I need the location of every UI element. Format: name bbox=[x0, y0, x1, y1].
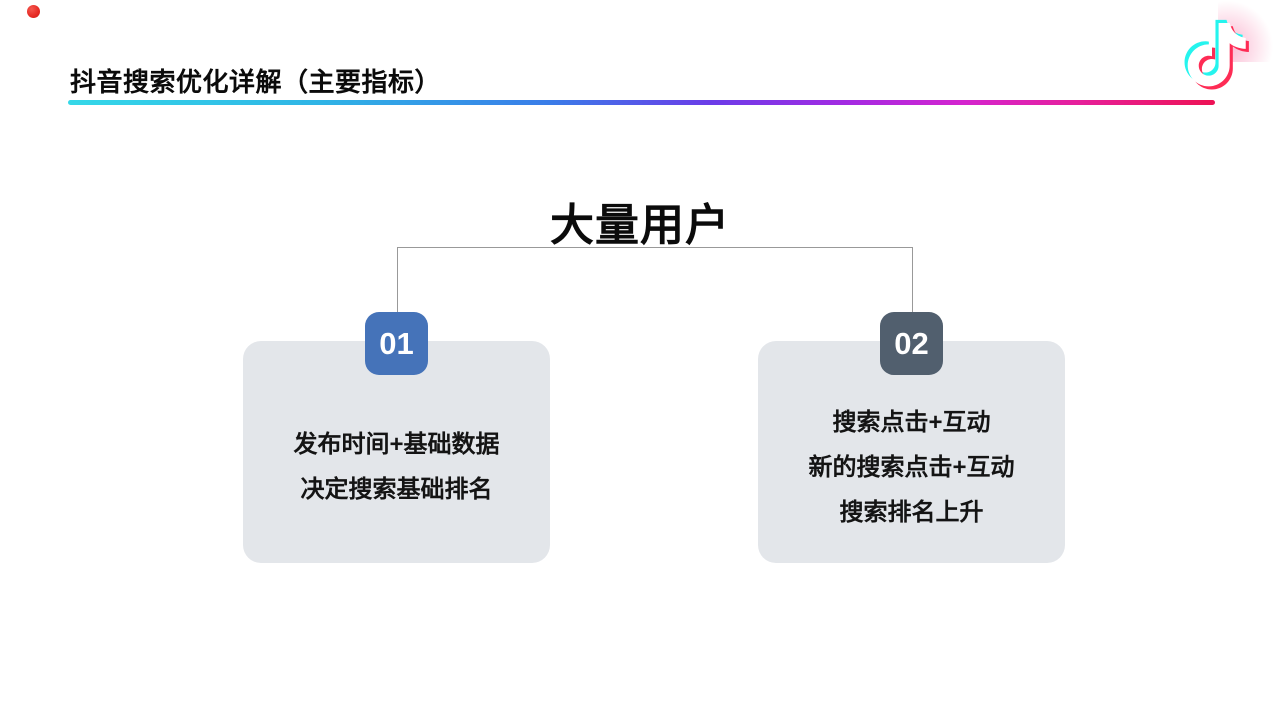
page-title: 抖音搜索优化详解（主要指标） bbox=[70, 67, 442, 97]
card-1-line-2: 决定搜索基础排名 bbox=[300, 476, 493, 503]
step-badge-02: 02 bbox=[880, 312, 943, 375]
title-underline-gradient bbox=[68, 100, 1215, 105]
card-step-1: 发布时间+基础数据 决定搜索基础排名 bbox=[243, 341, 550, 563]
card-2-line-2: 新的搜索点击+互动 bbox=[808, 453, 1015, 481]
card-2-line-1: 搜索点击+互动 bbox=[832, 408, 991, 436]
step-badge-01: 01 bbox=[365, 312, 428, 375]
tree-connector-lines bbox=[397, 247, 913, 314]
card-1-line-1: 发布时间+基础数据 bbox=[293, 431, 500, 458]
tiktok-logo-icon bbox=[1168, 8, 1254, 96]
tiktok-note-glyph bbox=[1184, 19, 1249, 90]
main-heading: 大量用户 bbox=[550, 201, 730, 250]
card-2-line-3: 搜索排名上升 bbox=[839, 498, 984, 526]
record-dot-icon bbox=[27, 5, 40, 18]
card-step-2: 搜索点击+互动 新的搜索点击+互动 搜索排名上升 bbox=[758, 341, 1065, 563]
